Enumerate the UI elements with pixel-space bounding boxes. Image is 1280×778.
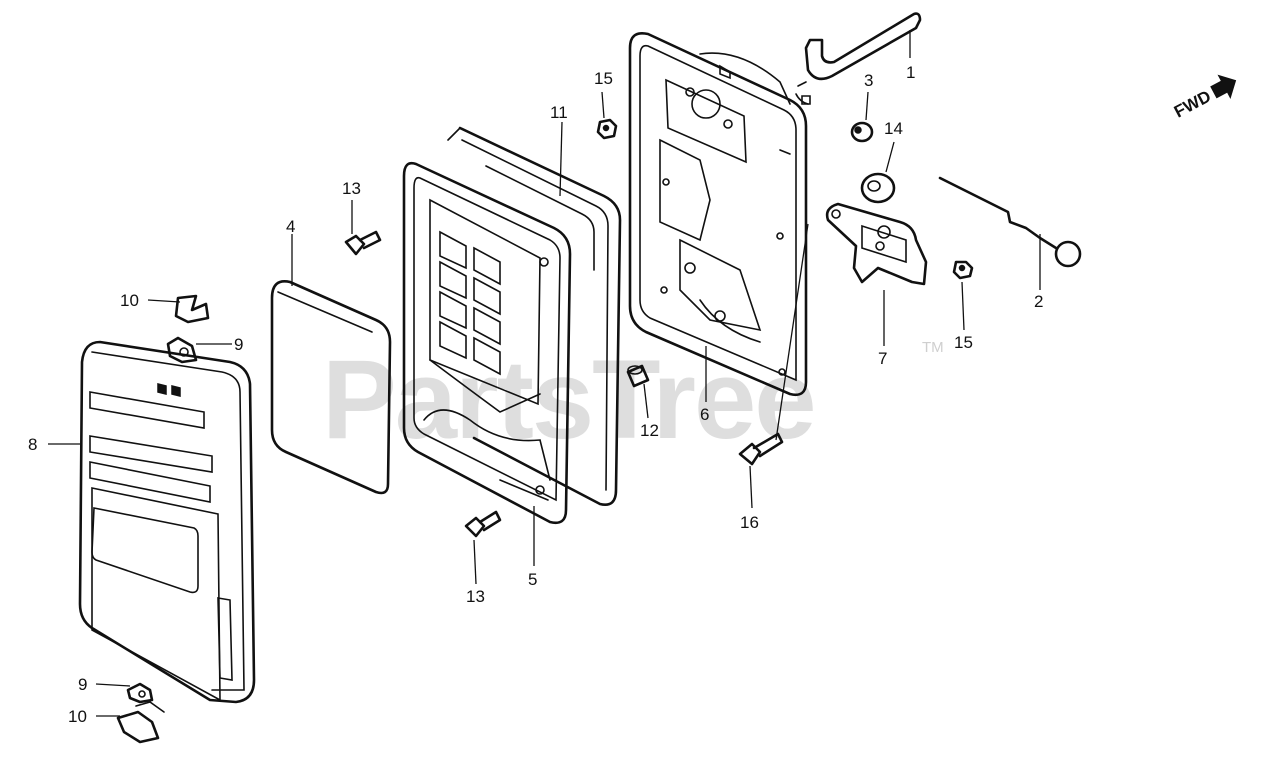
callout-3: 3 [864, 71, 873, 90]
part-5-element-case[interactable] [402, 161, 572, 525]
callout-12: 12 [640, 421, 659, 440]
part-15-nut-right[interactable] [952, 260, 974, 280]
callout-13-top: 13 [342, 179, 361, 198]
callout-5: 5 [528, 570, 537, 589]
part-9-clip-top[interactable] [166, 336, 198, 364]
callout-7: 7 [878, 349, 887, 368]
part-11-gasket[interactable] [447, 126, 622, 506]
part-16-bolt[interactable] [738, 432, 784, 466]
part-10-clip-bottom[interactable] [116, 701, 165, 744]
part-8-cleaner-cover[interactable] [78, 340, 256, 704]
callout-11: 11 [550, 103, 568, 122]
callout-9-bottom: 9 [78, 675, 87, 694]
callout-4: 4 [286, 217, 295, 236]
leader-lines [48, 30, 1041, 717]
callout-15-right: 15 [954, 333, 973, 352]
callout-10-bottom: 10 [68, 707, 87, 726]
callout-14: 14 [884, 119, 903, 138]
part-13-bolt-bottom[interactable] [464, 510, 502, 538]
part-3-collar[interactable] [850, 121, 874, 143]
forward-direction-indicator: FWD [1171, 74, 1237, 122]
callout-13-bottom: 13 [466, 587, 485, 606]
callout-2: 2 [1034, 292, 1043, 311]
callout-6: 6 [700, 405, 709, 424]
part-6-cleaner-base[interactable] [628, 32, 808, 397]
callout-10-top: 10 [120, 291, 139, 310]
callout-1: 1 [906, 63, 915, 82]
part-13-bolt-top[interactable] [344, 230, 382, 256]
callout-8: 8 [28, 435, 37, 454]
part-15-nut-top[interactable] [596, 118, 618, 140]
part-10-clip-top[interactable] [174, 294, 210, 324]
part-1-breather-tube[interactable] [795, 12, 922, 105]
part-4-foam-element[interactable] [270, 280, 392, 495]
callout-9-top: 9 [234, 335, 243, 354]
callout-15-top: 15 [594, 69, 613, 88]
part-9-clip-bottom[interactable] [126, 682, 154, 704]
part-2-breather-pin[interactable] [938, 176, 1082, 268]
fwd-label: FWD [1171, 87, 1214, 122]
part-14-grommet[interactable] [860, 172, 896, 204]
part-12-spacer[interactable] [626, 364, 650, 388]
part-7-bracket[interactable] [825, 202, 928, 286]
watermark-tm: TM [922, 339, 944, 356]
callout-16: 16 [740, 513, 759, 532]
arrow-right-icon [1210, 74, 1237, 99]
